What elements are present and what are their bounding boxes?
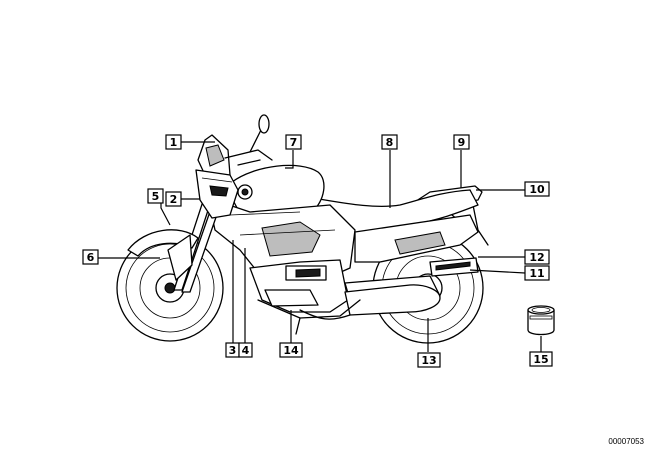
callout-label: 7 [290,136,298,149]
callout-6: 6 [82,249,99,265]
callout-label: 1 [170,136,178,149]
callout-label: 2 [170,193,178,206]
callout-5: 5 [147,188,164,204]
callout-label: 8 [386,136,394,149]
callout-14: 14 [279,342,303,358]
oil-filter-part [527,305,555,336]
callout-label: 10 [529,183,545,196]
callout-12: 12 [524,249,550,265]
callout-15: 15 [529,351,553,367]
callout-11: 11 [524,265,550,281]
callout-label: 14 [283,344,299,357]
callout-label: 4 [242,344,250,357]
callout-label: 13 [421,354,436,367]
callout-4: 4 [238,342,253,358]
callout-10: 10 [524,181,550,197]
callout-3: 3 [225,342,240,358]
engine [249,259,349,313]
lower-frame [257,299,361,335]
handlebar-mirror [224,114,273,166]
callout-8: 8 [381,134,398,150]
callout-label: 5 [152,190,160,203]
callout-label: 6 [87,251,95,264]
callout-2: 2 [165,191,182,207]
callout-label: 15 [533,353,548,366]
exhaust [299,284,441,320]
callout-label: 11 [529,267,544,280]
callout-7: 7 [285,134,302,150]
callout-13: 13 [417,352,441,368]
callout-label: 12 [529,251,544,264]
callout-label: 9 [458,136,466,149]
callout-9: 9 [453,134,470,150]
leader-lines [98,141,542,352]
callout-label: 3 [229,344,237,357]
callout-1: 1 [165,134,182,150]
front-mudguard [127,229,199,281]
front-fairing [195,134,239,219]
document-number: 00007053 [608,437,644,446]
